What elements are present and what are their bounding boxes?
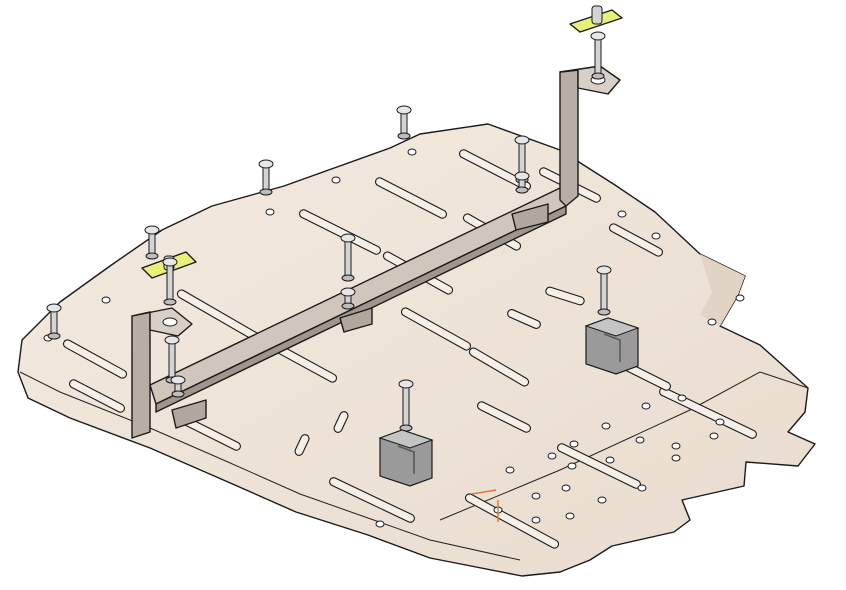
bolt	[590, 31, 606, 80]
plate-hole	[565, 512, 575, 520]
plate-hole	[561, 484, 571, 492]
bolt	[162, 257, 178, 306]
plate-slot	[477, 401, 531, 433]
plate-slot	[468, 347, 530, 387]
bolt	[144, 225, 160, 260]
plate-slot	[459, 149, 531, 191]
plate-slot	[608, 223, 664, 257]
plate-hole	[637, 484, 647, 492]
yellow-spacer-top	[569, 5, 623, 33]
mounting-clip	[584, 317, 640, 375]
plate-hole	[707, 318, 717, 326]
plate-slot	[69, 379, 125, 413]
plate-hole	[601, 422, 611, 430]
plate-slot	[62, 339, 128, 379]
plate-hole	[597, 496, 607, 504]
plate-hole	[375, 520, 385, 528]
plate-slot	[464, 493, 560, 549]
bolt	[596, 265, 612, 316]
plate-hole	[735, 294, 745, 302]
plate-step-line-2	[19, 371, 521, 561]
bolt	[258, 159, 274, 196]
bolt	[396, 105, 412, 140]
plate-slots	[62, 149, 757, 549]
plate-hole	[635, 436, 645, 444]
bolts	[46, 31, 612, 432]
bolt	[340, 287, 356, 310]
plate-slot	[507, 309, 541, 329]
plate-hole	[677, 394, 687, 402]
bolt	[46, 303, 62, 340]
skid-plate	[17, 123, 816, 577]
bolt	[514, 171, 530, 194]
plate-edge-shade	[700, 254, 745, 326]
plate-hole	[531, 516, 541, 524]
plate-hole	[651, 232, 661, 240]
plate-hole	[101, 296, 111, 304]
plate-hole	[671, 454, 681, 462]
bolt	[170, 375, 186, 398]
orange-marker	[471, 489, 499, 522]
plate-slot	[545, 286, 585, 306]
plate-slot	[299, 209, 381, 255]
plate-hole	[617, 210, 627, 218]
plate-hole	[505, 466, 515, 474]
mounting-crossbar	[149, 187, 567, 413]
plate-hole	[641, 402, 651, 410]
plate-slot	[329, 477, 415, 523]
plate-step-line	[439, 371, 809, 521]
plate-hole	[547, 452, 557, 460]
plate-slot	[400, 307, 472, 351]
plate-hole	[569, 440, 579, 448]
left-upright-bracket	[131, 307, 193, 439]
plate-hole	[709, 432, 719, 440]
plate-hole	[567, 462, 577, 470]
plate-hole	[605, 456, 615, 464]
crossbar-foot-brackets	[171, 203, 549, 429]
plate-slot	[375, 177, 447, 219]
plate-slot	[294, 434, 310, 456]
plate-holes	[43, 148, 745, 528]
plate-hole	[671, 442, 681, 450]
plate-hole	[265, 208, 275, 216]
plate-hole	[331, 176, 341, 184]
mounting-clips	[378, 317, 640, 487]
plate-hole	[531, 492, 541, 500]
plate-hole	[407, 148, 417, 156]
bolt	[340, 233, 356, 282]
plate-slot	[333, 411, 349, 433]
mounting-clip	[378, 429, 434, 487]
plate-hole	[715, 418, 725, 426]
